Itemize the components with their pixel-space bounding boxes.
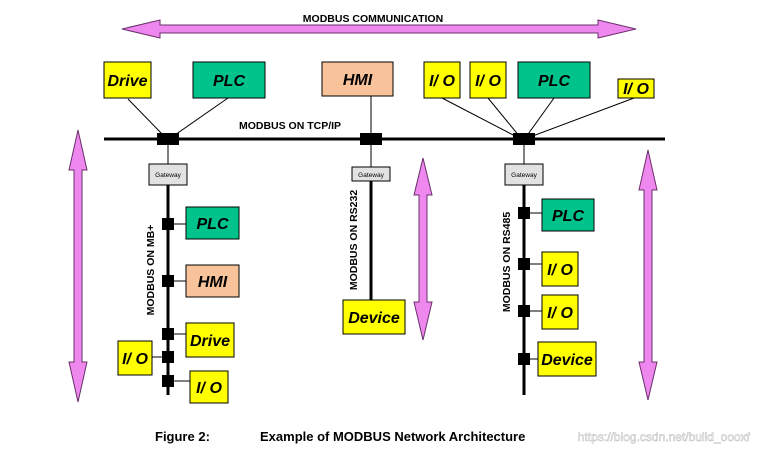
left-drive-box: Drive xyxy=(185,322,235,358)
top-io-1-box: I/ O xyxy=(423,61,461,99)
right-io-b-label: I/ O xyxy=(547,305,573,322)
top-plc-right-label: PLC xyxy=(538,73,570,90)
tcp-ip-label: MODBUS ON TCP/IP xyxy=(239,120,341,132)
right-backbone-connector xyxy=(513,133,535,145)
left-gateway-label: Gateway xyxy=(155,172,181,179)
top-plc-right-box: PLC xyxy=(517,61,591,99)
left-backbone-connector xyxy=(157,133,179,145)
right-plc-box: PLC xyxy=(541,198,595,232)
right-io-a-label: I/ O xyxy=(547,262,573,279)
middle-backbone-connector xyxy=(360,133,382,145)
left-plc-label: PLC xyxy=(197,216,229,233)
left-vertical-arrow xyxy=(68,129,88,403)
right-tap-io-a xyxy=(518,258,530,270)
right-io-a-box: I/ O xyxy=(541,251,579,287)
figure-title: Example of MODBUS Network Architecture xyxy=(260,429,525,444)
left-hmi-box: HMI xyxy=(185,264,240,298)
top-drive-label: Drive xyxy=(107,73,147,90)
right-device-label: Device xyxy=(541,352,593,369)
top-hmi-label: HMI xyxy=(343,72,373,89)
plc-left-link xyxy=(171,97,229,138)
communication-label: MODBUS COMMUNICATION xyxy=(303,13,443,25)
right-vertical-arrow xyxy=(638,149,658,401)
top-io-3-label: I/ O xyxy=(623,81,649,98)
communication-arrow xyxy=(121,19,637,39)
left-io-b-box: I/ O xyxy=(189,370,229,404)
left-tap-hmi xyxy=(162,275,174,287)
top-hmi-box: HMI xyxy=(321,61,394,97)
drive-link xyxy=(127,98,166,138)
left-io-a-label: I/ O xyxy=(122,351,148,368)
left-tap-drive xyxy=(162,328,174,340)
right-tap-plc xyxy=(518,207,530,219)
right-tap-device xyxy=(518,353,530,365)
io-3-link xyxy=(529,97,635,138)
left-tap-io-b xyxy=(162,375,174,387)
io-2-link xyxy=(487,97,521,138)
left-io-b-label: I/ O xyxy=(196,380,222,397)
mb-plus-label: MODBUS ON MB+ xyxy=(145,225,157,316)
io-1-link xyxy=(441,97,518,138)
left-io-a-box: I/ O xyxy=(117,340,153,376)
middle-vertical-arrow xyxy=(413,157,433,341)
right-io-b-box: I/ O xyxy=(541,294,579,330)
middle-device-box: Device xyxy=(342,299,406,335)
top-plc-left-label: PLC xyxy=(213,73,245,90)
middle-device-label: Device xyxy=(348,310,400,327)
right-tap-io-b xyxy=(518,305,530,317)
right-device-box: Device xyxy=(537,341,597,377)
rs232-label: MODBUS ON RS232 xyxy=(348,190,360,291)
left-plc-box: PLC xyxy=(185,206,240,240)
left-drive-label: Drive xyxy=(190,333,230,350)
top-io-2-label: I/ O xyxy=(475,73,501,90)
rs485-label: MODBUS ON RS485 xyxy=(501,212,513,313)
plc-right-link xyxy=(525,97,555,138)
left-hmi-label: HMI xyxy=(198,274,228,291)
right-gateway-label: Gateway xyxy=(511,172,537,179)
middle-gateway-label: Gateway xyxy=(358,172,384,179)
figure-number: Figure 2: xyxy=(155,429,210,444)
top-io-1-label: I/ O xyxy=(429,73,455,90)
watermark: https://blog.csdn.net/build_oooxf xyxy=(578,430,751,444)
top-plc-left-box: PLC xyxy=(192,61,266,99)
top-io-2-box: I/ O xyxy=(469,61,507,99)
right-plc-label: PLC xyxy=(552,208,584,225)
top-io-3-box: I/ O xyxy=(617,78,655,99)
left-tap-plc xyxy=(162,218,174,230)
top-drive-box: Drive xyxy=(103,61,152,99)
left-tap-io-a xyxy=(162,351,174,363)
